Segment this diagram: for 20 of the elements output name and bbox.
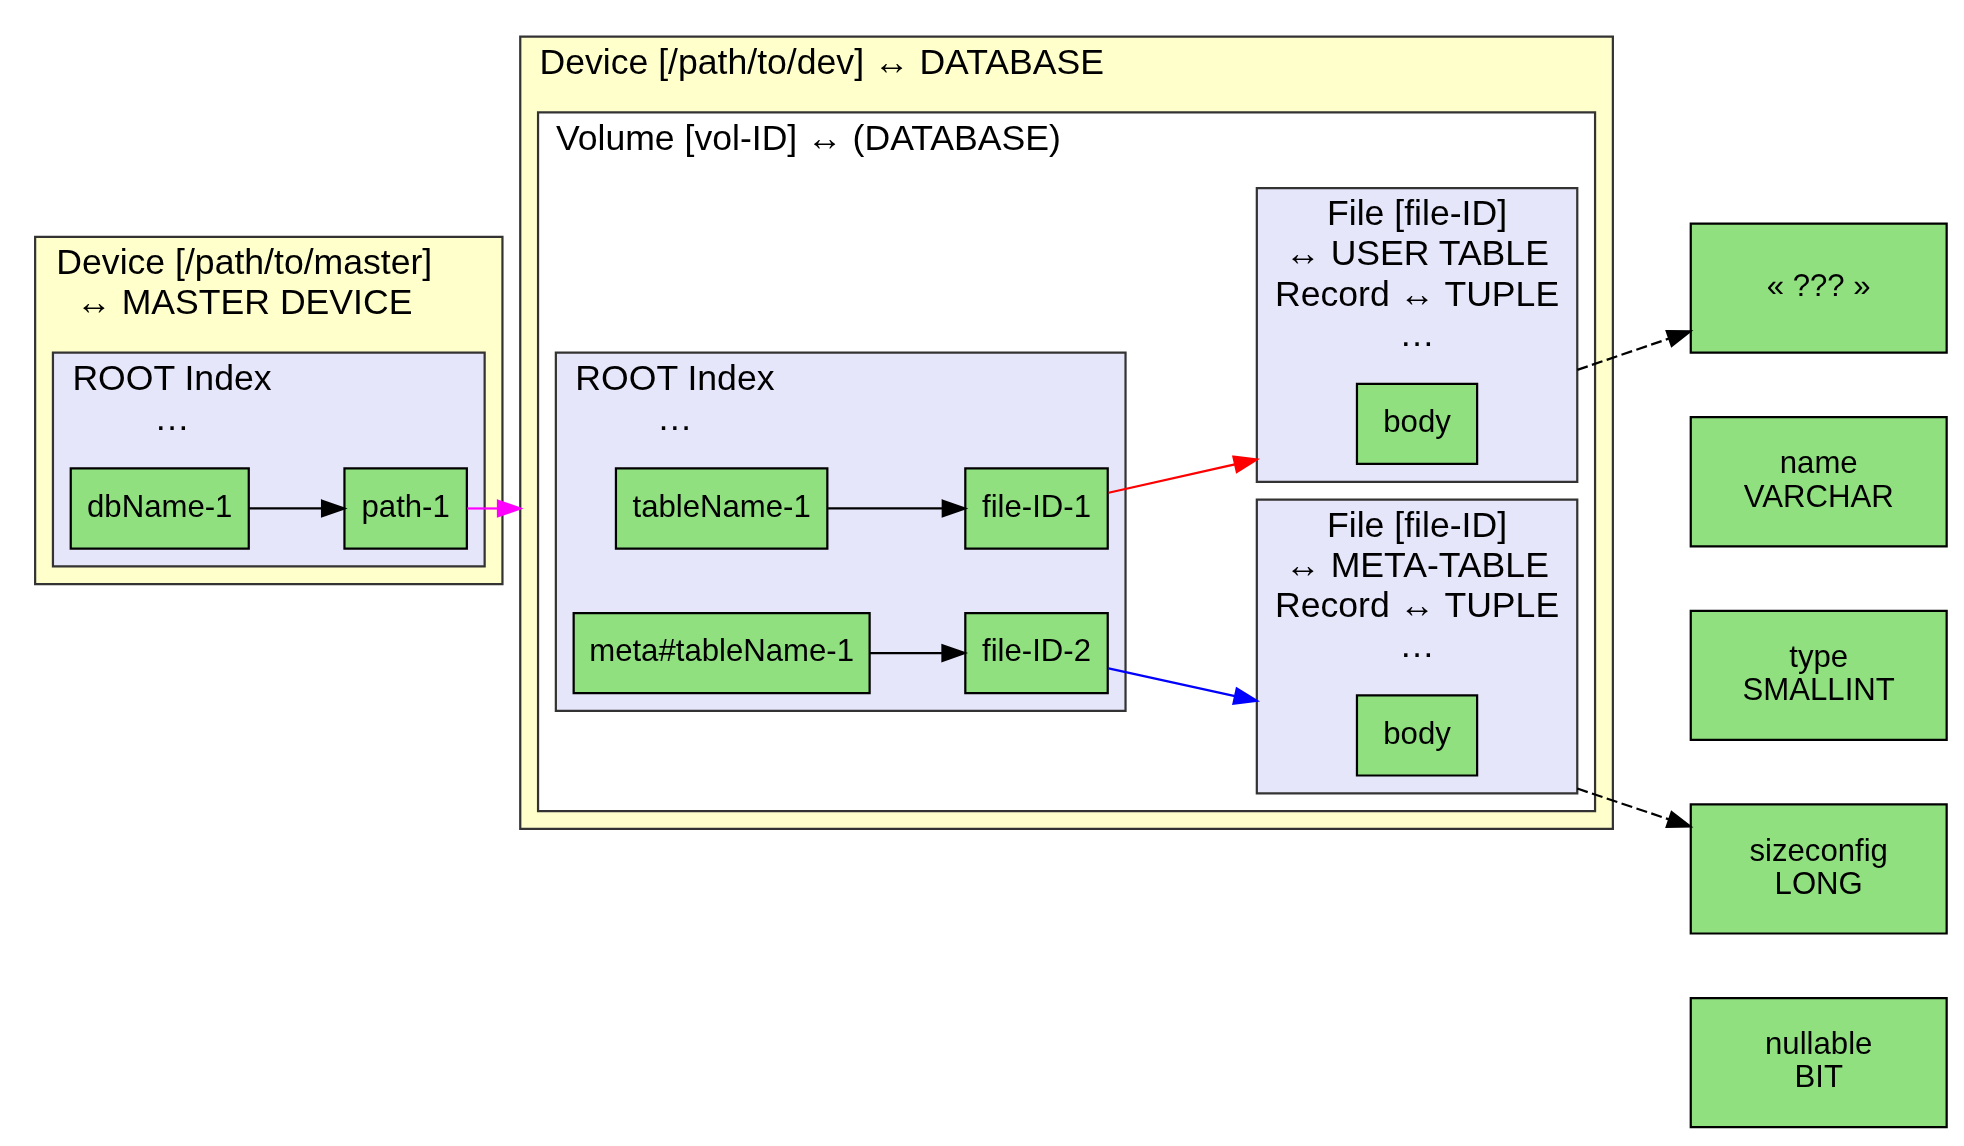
arrow [1576,787,1694,828]
node-box: dbName-1 [69,467,250,550]
arrow [828,499,969,518]
node-box: path-1 [343,467,468,550]
node-box: tableName-1 [614,467,829,550]
node-box: file-ID-2 [964,611,1109,695]
node-box: « ??? » [1689,222,1948,354]
arrow [1108,455,1261,494]
node-box: name VARCHAR [1689,416,1948,548]
node-box: type SMALLINT [1689,609,1948,741]
node-box: body [1355,382,1479,466]
node-box: meta#tableName-1 [572,611,871,695]
arrow [1108,667,1261,705]
node-box: file-ID-1 [964,467,1109,550]
node-box: sizeconfig LONG [1689,803,1948,935]
node-box: nullable BIT [1689,996,1948,1129]
arrow [249,499,348,518]
arrow [467,499,524,518]
arrow [870,643,969,663]
node-box: body [1355,694,1479,777]
